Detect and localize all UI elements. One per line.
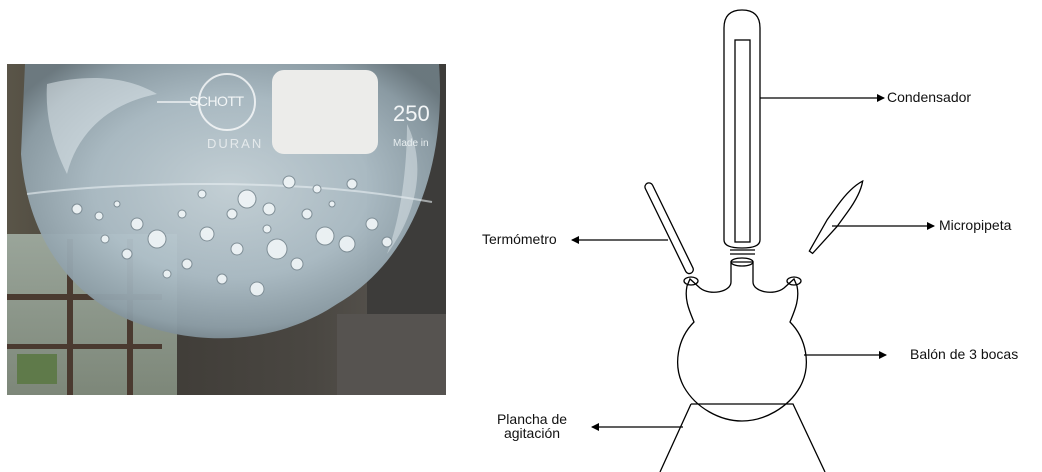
stir-plate [660, 404, 825, 472]
stir-plate-label-line1: Plancha de [492, 412, 572, 426]
thermometer [644, 182, 695, 275]
flask-label: Balón de 3 bocas [910, 347, 1018, 362]
micropipette [806, 177, 867, 255]
condenser-inner [735, 40, 750, 242]
stir-plate-label: Plancha de agitación [492, 412, 572, 440]
condenser-outer [724, 10, 760, 248]
thermometer-label: Termómetro [482, 232, 557, 247]
three-neck-flask [678, 262, 807, 421]
condenser-label: Condensador [887, 90, 971, 105]
stir-plate-label-line2: agitación [492, 426, 572, 440]
micropipette-label: Micropipeta [939, 218, 1011, 233]
